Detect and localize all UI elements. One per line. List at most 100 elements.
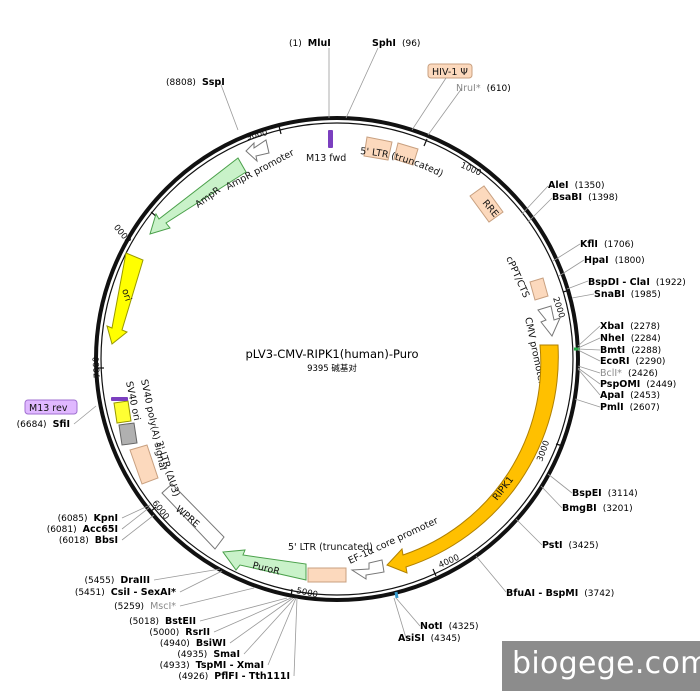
site-kpni[interactable]: (6085)KpnI bbox=[58, 513, 118, 524]
site-tspmi[interactable]: (4933)TspMI - XmaI bbox=[160, 660, 264, 671]
leader-sphi bbox=[345, 47, 379, 119]
site-noti[interactable]: NotI(4325) bbox=[420, 621, 479, 632]
leader-bfuai bbox=[475, 555, 507, 593]
site-nhei[interactable]: NheI(2284) bbox=[600, 333, 661, 344]
site-xbai[interactable]: XbaI(2278) bbox=[600, 321, 660, 332]
site-bsabi[interactable]: BsaBI(1398) bbox=[552, 192, 618, 203]
tick-4000 bbox=[432, 568, 437, 577]
feature-cmv-promoter[interactable] bbox=[537, 305, 561, 337]
site-bbsi[interactable]: (6018)BbsI bbox=[59, 535, 118, 546]
site-acc65i[interactable]: (6081)Acc65I bbox=[47, 524, 118, 535]
site-msci[interactable]: (5259)MscI* bbox=[114, 601, 176, 612]
leader-tspmi bbox=[267, 597, 297, 666]
feature-three-ltr[interactable] bbox=[129, 444, 159, 485]
feature-ef1a-promoter[interactable] bbox=[350, 559, 385, 580]
site-draiii[interactable]: (5455)DraIII bbox=[84, 575, 150, 586]
site-sspi[interactable]: (8808)SspI bbox=[166, 77, 225, 88]
leader-asisi bbox=[393, 597, 407, 639]
feature-sv40-ori[interactable] bbox=[113, 400, 132, 424]
leader-pspomi bbox=[577, 367, 601, 385]
leader-rsrii bbox=[213, 597, 292, 633]
site-bcli[interactable]: BclI*(2426) bbox=[600, 368, 658, 379]
leader-msci bbox=[179, 587, 255, 607]
leader-bbsi bbox=[121, 514, 155, 541]
leader-hiv-psi bbox=[411, 77, 447, 131]
leader-kfli bbox=[552, 243, 581, 262]
site-csii[interactable]: (5451)CsiI - SexAI* bbox=[75, 587, 176, 598]
leader-acc65i bbox=[121, 506, 151, 530]
leader-alei bbox=[521, 185, 549, 215]
leader-csii bbox=[179, 570, 223, 593]
backbone-inner-ring bbox=[100, 122, 574, 596]
leader-nrui bbox=[427, 87, 463, 136]
site-bmti[interactable]: BmtI(2288) bbox=[600, 345, 661, 356]
backbone-outer-ring bbox=[94, 116, 580, 602]
site-sphi[interactable]: SphI(96) bbox=[372, 38, 420, 49]
site-apai[interactable]: ApaI(2453) bbox=[600, 390, 660, 401]
leader-nhei bbox=[577, 337, 601, 349]
tick-5000 bbox=[290, 588, 293, 598]
leader-lines bbox=[73, 47, 601, 677]
site-pflfi[interactable]: (4926)PflFI - Tth111I bbox=[178, 671, 290, 682]
site-sfii[interactable]: (6684)SfiI bbox=[17, 419, 70, 430]
site-clai[interactable]: BspDI - ClaI(1922) bbox=[588, 277, 686, 288]
site-bfuai[interactable]: BfuAI - BspMI(3742) bbox=[506, 588, 614, 599]
feature-ripk1[interactable] bbox=[386, 344, 559, 574]
feature-wpre[interactable] bbox=[161, 483, 225, 550]
site-psti[interactable]: PstI(3425) bbox=[542, 540, 598, 551]
ring-marker-notI bbox=[394, 591, 399, 599]
leader-noti bbox=[395, 597, 421, 627]
site-hpai[interactable]: HpaI(1800) bbox=[584, 255, 645, 266]
watermark-text: biogege.com bbox=[512, 646, 700, 681]
site-smai[interactable]: (4935)SmaI bbox=[177, 649, 240, 660]
leader-clai bbox=[566, 280, 589, 290]
tick-label-7000: 7000 bbox=[92, 356, 103, 378]
leader-bsteii bbox=[199, 597, 288, 622]
site-nrui[interactable]: NruI*(610) bbox=[456, 83, 511, 94]
site-pspomi[interactable]: PspOMI(2449) bbox=[600, 379, 676, 390]
site-ecori[interactable]: EcoRI(2290) bbox=[600, 356, 665, 367]
features-group: M13 fwd 5' LTR (truncated) HIV-1 Ψ RRE c… bbox=[24, 63, 561, 583]
site-kfli[interactable]: KflI(1706) bbox=[580, 239, 634, 250]
site-pmli[interactable]: PmlI(2607) bbox=[600, 402, 660, 413]
feature-puror[interactable] bbox=[222, 549, 307, 581]
site-bsiwi[interactable]: (4940)BsiWI bbox=[160, 638, 226, 649]
site-labels: (1)MluI SphI(96) NruI*(610) (8808)SspI A… bbox=[17, 38, 686, 682]
feature-rre[interactable] bbox=[469, 185, 504, 223]
tick-1000 bbox=[423, 138, 428, 147]
leader-apai bbox=[577, 368, 601, 396]
feature-ampr[interactable] bbox=[149, 157, 247, 235]
feature-five-ltr[interactable] bbox=[363, 136, 393, 161]
site-asisi[interactable]: AsiSI(4345) bbox=[398, 633, 461, 644]
feature-label-cppt: cPPT/CTS bbox=[503, 255, 531, 300]
site-bmgbi[interactable]: BmgBI(3201) bbox=[562, 503, 633, 514]
watermark-banner: biogege.com bbox=[502, 641, 700, 691]
feature-m13-rev-marker[interactable] bbox=[111, 397, 128, 401]
site-alei[interactable]: AleI(1350) bbox=[548, 180, 605, 191]
leader-bsiwi bbox=[229, 597, 294, 644]
feature-hiv-psi-box[interactable] bbox=[393, 142, 419, 166]
feature-ori[interactable] bbox=[106, 252, 144, 345]
tick-6000 bbox=[149, 506, 157, 513]
feature-five-ltr-2[interactable] bbox=[307, 567, 347, 583]
feature-sv40-polya[interactable] bbox=[118, 422, 138, 446]
feature-ampr-promoter[interactable] bbox=[245, 139, 270, 163]
site-bsteii[interactable]: (5018)BstEII bbox=[129, 616, 196, 627]
feature-m13-fwd[interactable] bbox=[328, 130, 333, 148]
site-bspei[interactable]: BspEI(3114) bbox=[572, 488, 638, 499]
tick-label-5000: 5000 bbox=[295, 586, 318, 600]
feature-hiv-psi-tag[interactable] bbox=[427, 63, 473, 79]
feature-label-hiv-psi: HIV-1 Ψ bbox=[432, 67, 468, 78]
plasmid-size: 9395 碱基对 bbox=[307, 363, 357, 374]
feature-cppt[interactable] bbox=[529, 277, 549, 301]
site-snabi[interactable]: SnaBI(1985) bbox=[594, 289, 661, 300]
feature-label-m13-rev: M13 rev bbox=[29, 403, 68, 414]
leader-smai bbox=[243, 597, 296, 655]
site-mlui[interactable]: (1)MluI bbox=[289, 38, 331, 49]
leader-bcli bbox=[577, 365, 601, 374]
tick-3000 bbox=[555, 443, 564, 447]
feature-label-ori: ori bbox=[119, 288, 133, 303]
leader-kpni bbox=[121, 504, 151, 519]
feature-m13-rev-tag[interactable] bbox=[24, 399, 78, 415]
site-rsrii[interactable]: (5000)RsrII bbox=[149, 627, 210, 638]
